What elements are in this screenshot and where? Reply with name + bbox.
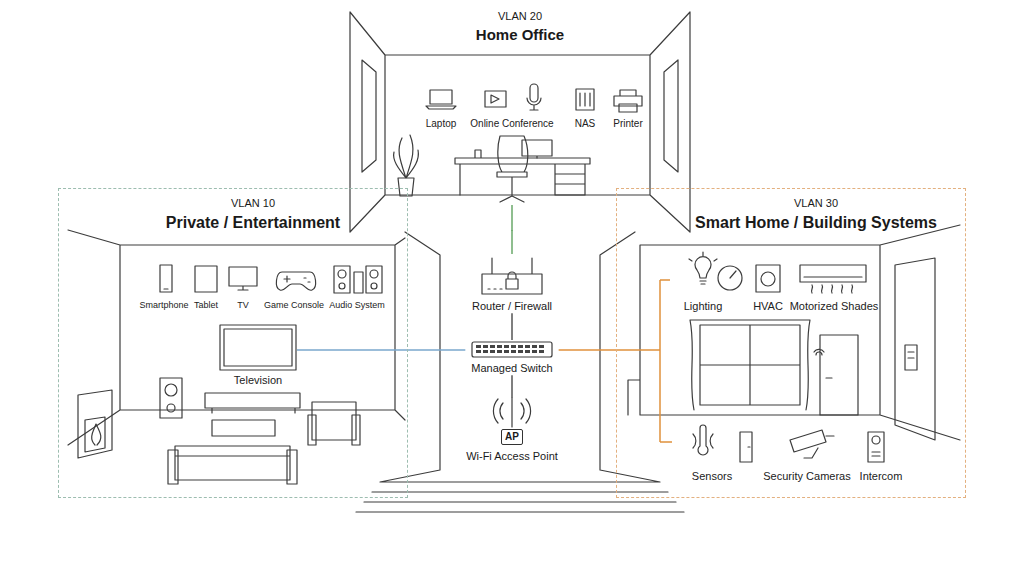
device-label: Tablet — [194, 300, 218, 311]
nas-icon — [576, 89, 594, 110]
zone-title: Private / Entertainment — [99, 213, 407, 232]
hall-and-steps — [356, 232, 684, 512]
vlan-zone: VLAN 30 Smart Home / Building Systems — [616, 188, 966, 498]
node-label: Wi-Fi Access Point — [457, 450, 567, 463]
device-label: Audio System — [329, 300, 385, 311]
zone-title: Smart Home / Building Systems — [667, 213, 965, 232]
shades-unit-icon — [800, 265, 866, 293]
zone-title: Home Office — [345, 26, 695, 44]
furniture — [168, 393, 360, 484]
security-camera-icon — [790, 430, 834, 458]
device-label: Intercom — [860, 470, 903, 483]
access-point: AP Wi-Fi Access Point — [457, 398, 567, 463]
node-label: VLAN 10 — [99, 197, 407, 210]
tv-cable — [297, 349, 408, 351]
dimmer-icon — [718, 266, 742, 290]
network-link — [511, 313, 513, 340]
node-label: Router / Firewall — [462, 300, 562, 313]
side-door — [895, 258, 935, 440]
router-icon — [482, 258, 542, 294]
window-curtains — [690, 320, 810, 410]
device-label: TV — [237, 300, 249, 311]
network-link — [559, 349, 616, 351]
office-drop-line — [511, 205, 513, 231]
thermometer-icon — [693, 425, 713, 455]
device-label: Television — [234, 374, 282, 387]
office-chair — [497, 136, 528, 202]
device-label: Motorized Shades — [790, 300, 879, 313]
device-badge: AP — [501, 429, 523, 445]
floor-speaker — [160, 378, 182, 418]
camera-icon — [485, 91, 506, 107]
node-label: VLAN 20 — [345, 10, 695, 23]
door-sensor-icon — [740, 432, 752, 462]
thermostat-icon — [756, 265, 780, 292]
device-label: Security Cameras — [763, 470, 850, 483]
laptop-icon — [426, 90, 456, 109]
office-walls — [350, 12, 690, 232]
wifi-waves — [493, 398, 530, 427]
device-label: Printer — [613, 118, 642, 130]
building-bus — [616, 280, 672, 442]
fireplace — [78, 390, 112, 458]
room-door — [814, 335, 858, 415]
node-label: VLAN 30 — [667, 197, 965, 210]
device-label: Lighting — [684, 300, 723, 313]
switch-device: Managed Switch — [465, 340, 558, 375]
device-label: Sensors — [692, 470, 732, 483]
tv-icon — [229, 267, 257, 290]
controller-icon — [276, 272, 315, 290]
microphone-icon — [527, 84, 541, 110]
network-link — [408, 349, 465, 351]
speakers-icon — [334, 266, 382, 293]
phone-icon — [160, 265, 172, 292]
device-label: HVAC — [753, 300, 783, 313]
device-label: Smartphone — [139, 300, 188, 311]
node-label: Managed Switch — [465, 362, 558, 375]
device-label: Laptop — [426, 118, 457, 130]
tablet-icon — [195, 266, 217, 292]
network-link — [511, 230, 513, 254]
device-label: NAS — [575, 118, 596, 130]
bulb-icon — [689, 252, 717, 284]
switch-ports — [476, 345, 546, 354]
smart-walls — [628, 225, 960, 440]
zone-room: VLAN 20 Home Office — [345, 4, 695, 230]
office-windows — [362, 60, 678, 172]
device-label: Online Conference — [470, 118, 553, 130]
switch-icon — [472, 342, 552, 357]
plant — [394, 135, 419, 196]
router-device: Router / Firewall — [462, 254, 562, 313]
network-link — [511, 375, 513, 398]
vlan-zone: VLAN 10 Private / Entertainment — [58, 188, 408, 498]
printer-icon — [614, 90, 642, 112]
intercom-icon — [868, 432, 884, 462]
television-set — [220, 325, 296, 370]
living-walls — [68, 230, 405, 445]
device-label: Game Console — [264, 300, 324, 311]
